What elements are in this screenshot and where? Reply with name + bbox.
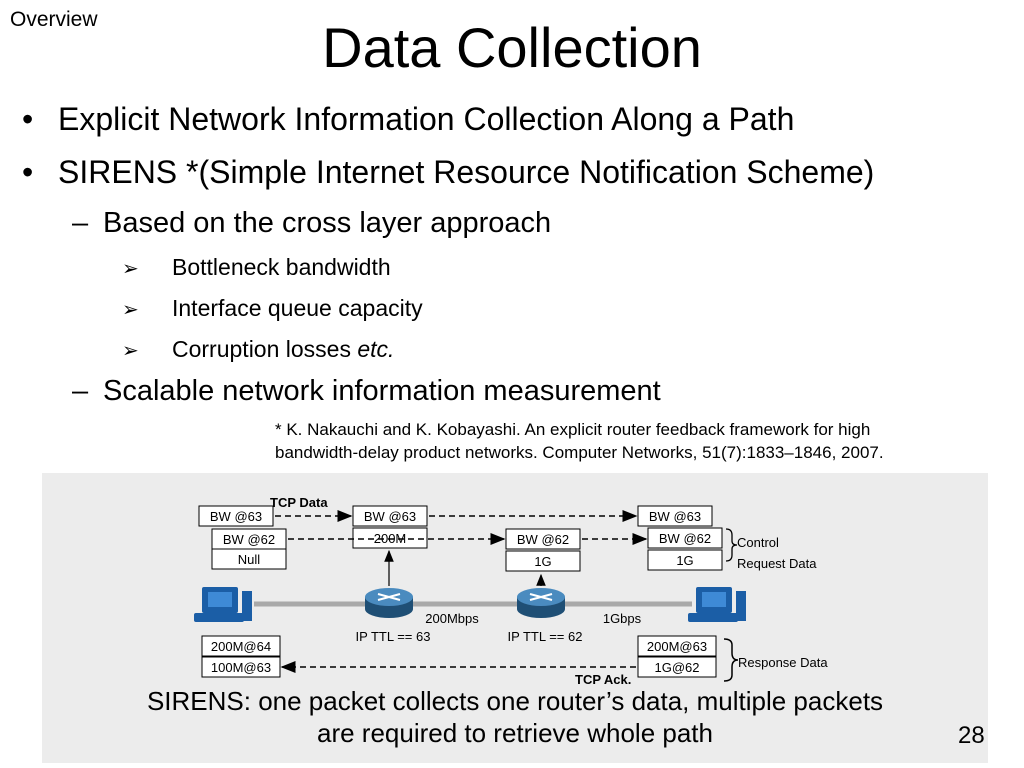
router2-bw62: BW @62	[517, 532, 569, 547]
ttl62-label: IP TTL == 62	[508, 629, 583, 644]
sender-bw63: BW @63	[210, 509, 262, 524]
figure-caption-line: are required to retrieve whole path	[316, 718, 713, 748]
corruption-losses-text: Corruption losses	[172, 336, 358, 362]
footnote-line: bandwidth-delay product networks. Comput…	[275, 443, 884, 462]
receiver-1g62: 1G@62	[655, 660, 700, 675]
receiver-200m63: 200M@63	[647, 639, 707, 654]
tcp-data-label: TCP Data	[270, 495, 328, 510]
dash-mark: –	[72, 375, 89, 407]
sirens-diagram: BW @63 BW @62 Null BW @63 200M BW @62 1G…	[194, 495, 828, 687]
router-icon	[517, 588, 565, 618]
receiver-host-icon	[688, 587, 746, 622]
sub-bullet-cross-layer: Based on the cross layer approach	[103, 207, 552, 239]
footnote-line: * K. Nakauchi and K. Kobayashi. An expli…	[275, 420, 871, 439]
item-queue-capacity: Interface queue capacity	[172, 295, 423, 321]
dash-mark: –	[72, 207, 89, 239]
etc-emphasis: etc.	[357, 336, 395, 362]
bullet-sirens: SIRENS *(Simple Internet Resource Notifi…	[58, 154, 875, 190]
control-label: Control	[737, 535, 779, 550]
sender-200m64: 200M@64	[211, 639, 271, 654]
bullet-explicit-collection: Explicit Network Information Collection …	[58, 101, 795, 137]
response-data-label: Response Data	[738, 655, 828, 670]
slide-title: Data Collection	[322, 16, 702, 79]
sender-null: Null	[238, 552, 261, 567]
tcp-ack-label: TCP Ack.	[575, 672, 631, 687]
page-number: 28	[958, 722, 985, 749]
sirens-figure: BW @63 BW @62 Null BW @63 200M BW @62 1G…	[42, 473, 988, 763]
ttl63-label: IP TTL == 63	[356, 629, 431, 644]
sender-100m63: 100M@63	[211, 660, 271, 675]
footnote: * K. Nakauchi and K. Kobayashi. An expli…	[275, 418, 1015, 464]
router1-bw63: BW @63	[364, 509, 416, 524]
arrow-bullet-icon: ➢	[122, 340, 139, 362]
receiver-bw62: BW @62	[659, 531, 711, 546]
item-corruption-losses: Corruption losses etc.	[172, 335, 394, 363]
link-1gbps-label: 1Gbps	[603, 611, 642, 626]
router2-1g: 1G	[534, 554, 551, 569]
bullet-mark: •	[22, 154, 34, 190]
arrow-bullet-icon: ➢	[122, 299, 139, 321]
link-200mbps-label: 200Mbps	[425, 611, 479, 626]
bullet-mark: •	[22, 101, 34, 137]
router-icon	[365, 588, 413, 618]
sender-bw62: BW @62	[223, 532, 275, 547]
figure-caption-line: SIRENS: one packet collects one router’s…	[146, 686, 884, 716]
sub-bullet-scalable: Scalable network information measurement	[103, 375, 661, 407]
figure-caption: SIRENS: one packet collects one router’s…	[42, 685, 988, 749]
request-data-label: Request Data	[737, 556, 817, 571]
receiver-bw63: BW @63	[649, 509, 701, 524]
item-bottleneck-bandwidth: Bottleneck bandwidth	[172, 254, 391, 280]
section-label: Overview	[10, 8, 98, 31]
sender-host-icon	[194, 587, 252, 622]
receiver-1g: 1G	[676, 553, 693, 568]
arrow-bullet-icon: ➢	[122, 258, 139, 280]
